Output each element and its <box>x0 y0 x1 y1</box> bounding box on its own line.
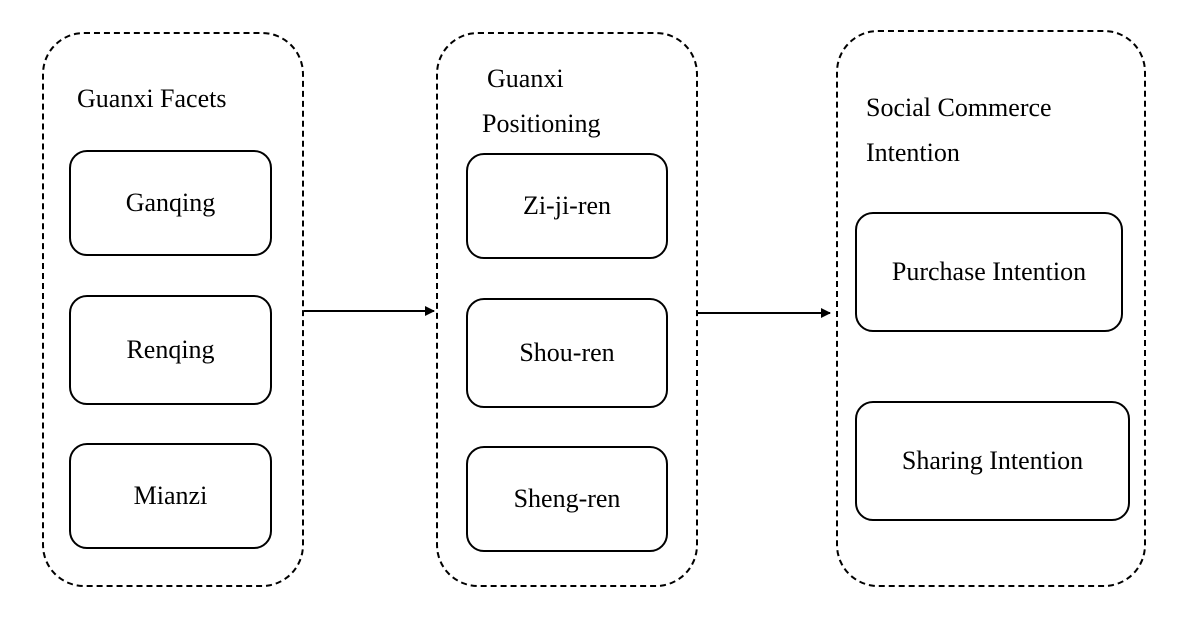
node-label-shou-ren: Shou-ren <box>519 338 615 367</box>
group-title-social-commerce-line2: Intention <box>866 138 960 167</box>
node-purchase-intention: Purchase Intention <box>855 212 1123 332</box>
node-label-ganqing: Ganqing <box>125 188 216 217</box>
node-ganqing: Ganqing <box>69 150 272 256</box>
group-title-guanxi-positioning-line2: Positioning <box>482 109 601 138</box>
node-label-renqing: Renqing <box>126 335 215 364</box>
group-title-social-commerce-line1: Social Commerce <box>866 93 1052 122</box>
group-social-commerce-intention <box>836 30 1146 587</box>
node-label-sheng-ren: Sheng-ren <box>513 484 621 513</box>
group-title-guanxi-positioning-line1: Guanxi <box>487 64 564 93</box>
node-label-mianzi: Mianzi <box>133 481 208 510</box>
node-zi-ji-ren: Zi-ji-ren <box>466 153 668 259</box>
node-mianzi: Mianzi <box>69 443 272 549</box>
node-label-sharing-intention: Sharing Intention <box>901 446 1084 475</box>
node-shou-ren: Shou-ren <box>466 298 668 408</box>
group-guanxi-facets <box>42 32 304 587</box>
node-sharing-intention: Sharing Intention <box>855 401 1130 521</box>
group-title-guanxi-facets: Guanxi Facets <box>77 84 227 113</box>
node-label-zi-ji-ren: Zi-ji-ren <box>522 191 612 220</box>
node-sheng-ren: Sheng-ren <box>466 446 668 552</box>
node-label-purchase-intention: Purchase Intention <box>891 257 1087 286</box>
node-renqing: Renqing <box>69 295 272 405</box>
group-guanxi-positioning <box>436 32 698 587</box>
